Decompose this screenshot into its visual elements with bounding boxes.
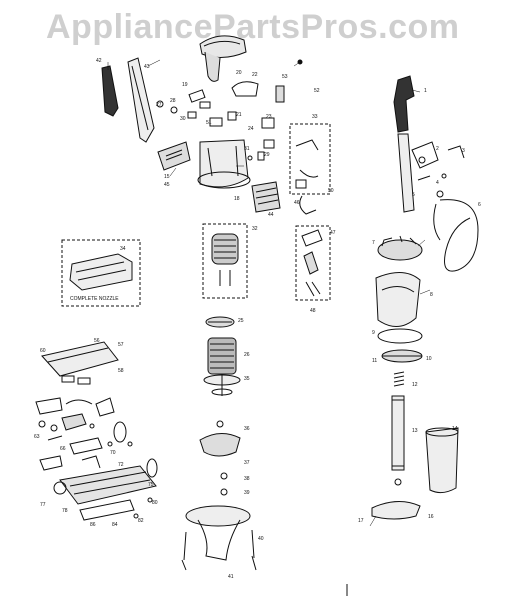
- part-number-3: 3: [462, 148, 465, 154]
- part-number-18: 18: [234, 196, 240, 202]
- part-number-27: 27: [156, 102, 162, 108]
- part-number-15: 15: [164, 174, 170, 180]
- part-number-12: 12: [412, 382, 418, 388]
- part-number-86: 86: [90, 522, 96, 528]
- brush-group-box: [295, 225, 331, 301]
- part-number-10: 10: [426, 356, 432, 362]
- part-number-41: 41: [228, 574, 234, 580]
- part-number-9: 9: [372, 330, 375, 336]
- watermark-text: AppliancePartsPros.com: [46, 8, 460, 46]
- small-parts-cluster: [156, 59, 303, 161]
- switch-plate-part: [157, 141, 191, 171]
- intake-nozzle-part: [181, 505, 257, 571]
- part-number-63: 63: [34, 434, 40, 440]
- part-number-44: 44: [268, 212, 274, 218]
- part-number-14: 14: [452, 426, 458, 432]
- fan-part: [205, 316, 235, 328]
- part-number-72: 72: [118, 462, 124, 468]
- part-number-23: 23: [266, 114, 272, 120]
- part-number-38: 38: [244, 476, 250, 482]
- inset-caption: COMPLETE NOZZLE: [70, 296, 119, 302]
- part-number-53: 53: [282, 74, 288, 80]
- spring-part: [393, 371, 405, 387]
- part-number-22: 22: [252, 72, 258, 78]
- inset-part-number: 34: [120, 246, 126, 252]
- part-number-36: 36: [244, 426, 250, 432]
- filter-part: [251, 181, 281, 213]
- part-number-46: 46: [294, 200, 300, 206]
- part-number-7: 7: [372, 240, 375, 246]
- nozzle-inset-box: [61, 239, 141, 307]
- part-number-58: 58: [118, 368, 124, 374]
- part-number-48: 48: [310, 308, 316, 314]
- part-number-29: 29: [264, 152, 270, 158]
- part-number-25: 25: [238, 318, 244, 324]
- motor-housing-part: [197, 139, 251, 189]
- dust-bag-part: [375, 272, 421, 327]
- part-number-77: 77: [40, 502, 46, 508]
- upper-handle-part: [393, 75, 415, 213]
- part-number-19: 19: [182, 82, 188, 88]
- part-number-1: 1: [424, 88, 427, 94]
- bag-ring-part: [377, 328, 423, 344]
- part-number-45: 45: [164, 182, 170, 188]
- part-number-8: 8: [430, 292, 433, 298]
- armature-part: [203, 337, 241, 396]
- part-number-84: 84: [112, 522, 118, 528]
- part-number-26: 26: [244, 352, 250, 358]
- leader-lines: [107, 59, 431, 527]
- part-number-17: 17: [358, 518, 364, 524]
- part-number-57: 57: [118, 342, 124, 348]
- switch-group-part: [411, 141, 465, 181]
- part-number-33: 33: [312, 114, 318, 120]
- bag-plate-part: [381, 349, 423, 363]
- power-nozzle-assembly: [35, 341, 158, 521]
- part-number-labels: 1 2 3 4 5 6 7 8 9 10 11 12 13 14 15 16 1…: [34, 58, 481, 580]
- part-number-21: 21: [236, 112, 242, 118]
- part-number-50: 50: [328, 188, 334, 194]
- part-number-47: 47: [330, 230, 336, 236]
- part-number-52: 52: [314, 88, 320, 94]
- part-number-35: 35: [244, 376, 250, 382]
- part-number-32: 32: [252, 226, 258, 232]
- part-number-82: 82: [138, 518, 144, 524]
- part-number-30: 30: [180, 116, 186, 122]
- part-number-13: 13: [412, 428, 418, 434]
- extension-tube-part: [391, 395, 405, 486]
- canister-part: [425, 427, 459, 494]
- part-number-40: 40: [258, 536, 264, 542]
- lower-center-parts: [199, 420, 241, 496]
- part-number-60: 60: [40, 348, 46, 354]
- part-number-11: 11: [372, 358, 377, 364]
- cord-clamp-group-box: [289, 123, 331, 195]
- part-number-56: 56: [94, 338, 100, 344]
- part-number-6: 6: [478, 202, 481, 208]
- handle-grip-part: [101, 65, 119, 117]
- part-number-70: 70: [110, 450, 116, 456]
- part-number-75: 75: [148, 482, 154, 488]
- part-number-78: 78: [62, 508, 68, 514]
- part-number-37: 37: [244, 460, 250, 466]
- part-number-2: 2: [436, 146, 439, 152]
- part-number-31: 31: [244, 146, 250, 152]
- part-number-42: 42: [96, 58, 102, 64]
- part-number-28: 28: [170, 98, 176, 104]
- base-plate-part: [371, 501, 421, 520]
- power-cord-part: [433, 190, 479, 272]
- field-coil-group-box: [202, 223, 248, 299]
- part-number-16: 16: [428, 514, 434, 520]
- part-number-80: 80: [152, 500, 158, 506]
- part-number-43: 43: [144, 64, 150, 70]
- motor-cover-part: [199, 35, 247, 82]
- part-number-39: 39: [244, 490, 250, 496]
- part-number-5: 5: [412, 192, 415, 198]
- part-number-51: 51: [206, 120, 212, 126]
- part-number-24: 24: [248, 126, 254, 132]
- part-number-4: 4: [436, 180, 439, 186]
- part-number-20: 20: [236, 70, 242, 76]
- part-number-66: 66: [60, 446, 66, 452]
- bag-top-cap-part: [377, 235, 423, 261]
